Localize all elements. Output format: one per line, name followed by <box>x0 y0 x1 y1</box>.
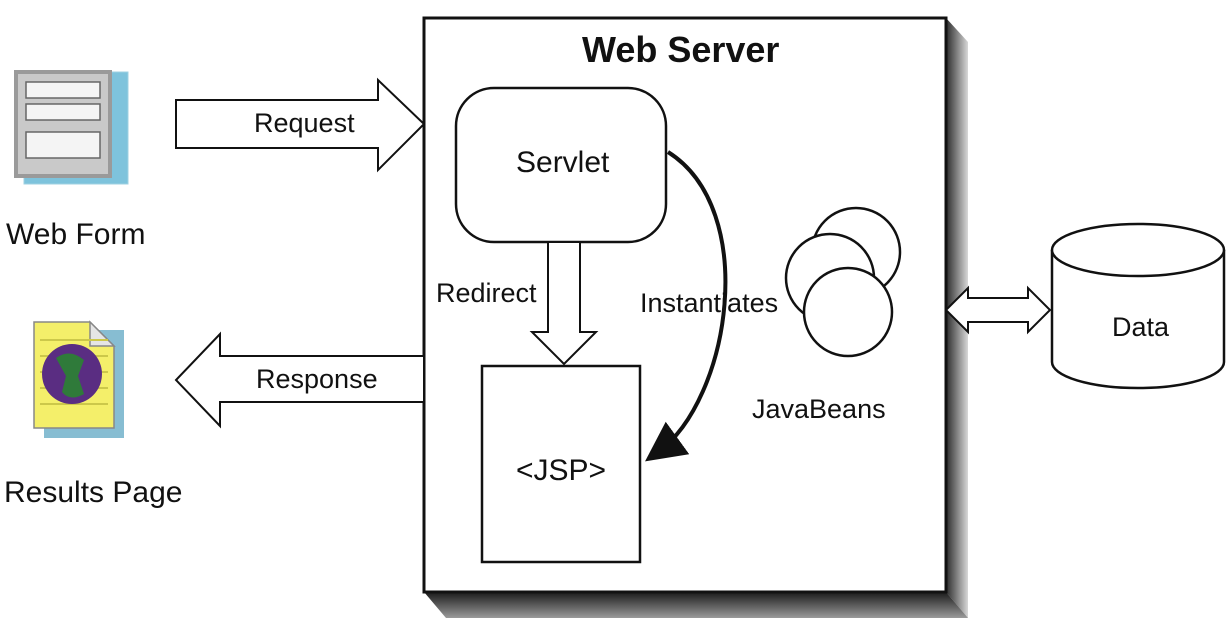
servlet-label: Servlet <box>516 146 610 179</box>
jsp-box <box>480 364 642 564</box>
jsp-label: <JSP> <box>516 454 607 487</box>
database-cylinder <box>1050 222 1226 390</box>
javabeans-icon <box>784 206 902 358</box>
instantiates-label: Instantiates <box>640 288 779 318</box>
results-page-label: Results Page <box>4 476 183 509</box>
request-label: Request <box>254 108 355 138</box>
web-server-box-bottom <box>424 592 968 618</box>
request-arrow <box>175 77 426 173</box>
web-form-icon <box>14 70 129 185</box>
data-exchange-arrow <box>944 285 1052 335</box>
redirect-arrow <box>529 241 599 366</box>
server-title: Web Server <box>582 29 780 70</box>
redirect-label: Redirect <box>436 278 537 308</box>
javabeans-label: JavaBeans <box>752 394 886 424</box>
web-form-label: Web Form <box>6 218 146 251</box>
instantiates-arrow <box>645 150 728 462</box>
data-label: Data <box>1112 312 1170 342</box>
response-label: Response <box>256 364 378 394</box>
response-arrow <box>174 331 425 429</box>
results-page-icon <box>33 320 124 438</box>
